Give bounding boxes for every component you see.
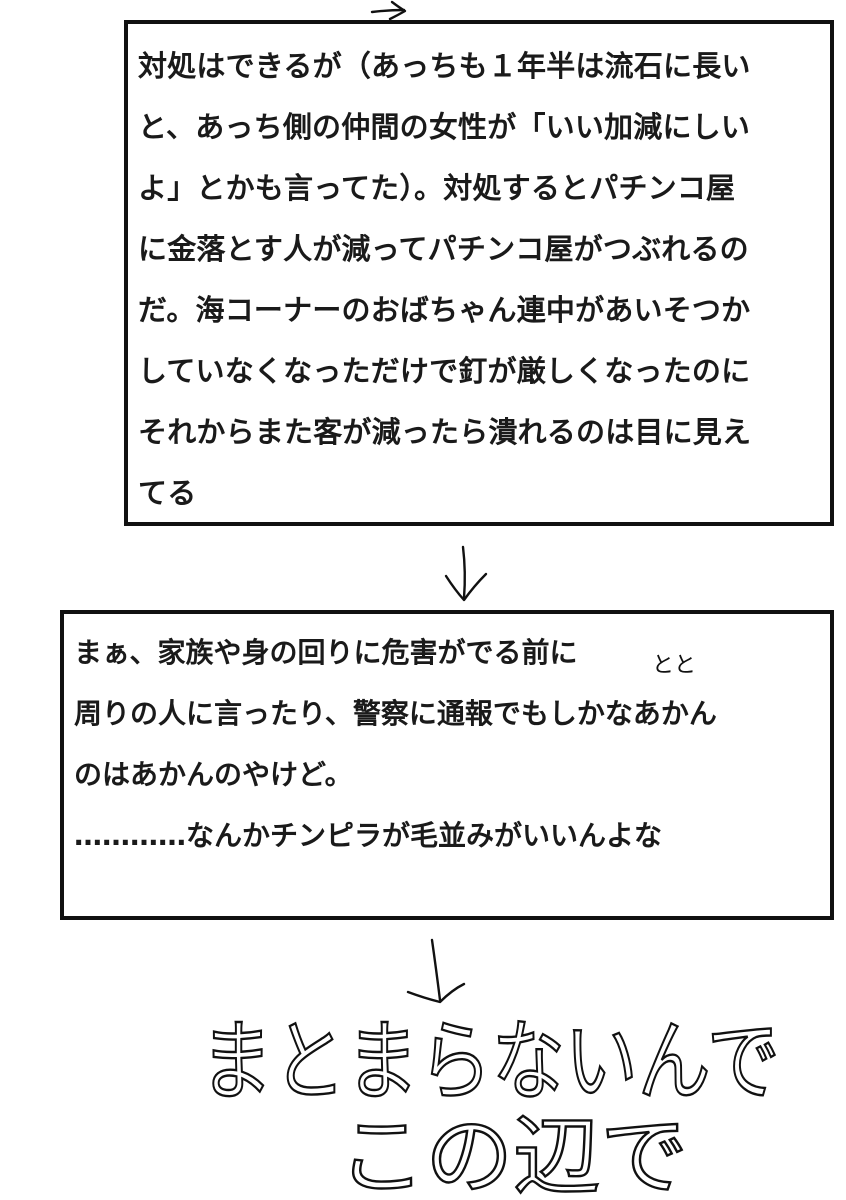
arrow-down-icon bbox=[444, 545, 488, 602]
arrow-top-icon bbox=[370, 0, 407, 21]
text-box-upper: 対処はできるが（あっちも１年半は流石に長い と、あっち側の仲間の女性が「いい加減… bbox=[124, 20, 834, 526]
box2-line-3: のはあかんのやけど。 bbox=[74, 758, 353, 791]
box1-line-8: てる bbox=[138, 476, 197, 510]
text-box-lower: まぁ、家族や身の回りに危害がでる前に 周りの人に言ったり、警察に通報でもしかなあ… bbox=[60, 610, 834, 920]
box1-line-5: だ。海コーナーのおばちゃん連中があいそつか bbox=[138, 293, 751, 327]
box2-line-4: …………なんかチンピラが毛並みがいいんよな bbox=[74, 819, 663, 852]
box2-line-1: まぁ、家族や身の回りに危害がでる前に bbox=[74, 636, 578, 669]
box1-line-7: それからまた客が減ったら潰れるのは目に見え bbox=[138, 415, 752, 449]
box1-line-3: よ」とかも言ってた）。対処するとパチンコ屋 bbox=[138, 171, 736, 205]
handwritten-line-1: まとまらないんで bbox=[200, 1010, 780, 1113]
handwritten-line-2: この辺で bbox=[338, 1107, 688, 1200]
box2-line-2: 周りの人に言ったり、警察に通報でもしかなあかん bbox=[74, 697, 717, 730]
box1-line-1: 対処はできるが（あっちも１年半は流石に長い bbox=[138, 49, 751, 83]
box1-line-6: していなくなっただけで釘が厳しくなったのに bbox=[138, 354, 751, 388]
box1-line-4: に金落とす人が減ってパチンコ屋がつぶれるの bbox=[138, 232, 749, 266]
arrow-down-icon-2 bbox=[406, 938, 466, 1004]
box1-line-2: と、あっち側の仲間の女性が「いい加減にしい bbox=[138, 110, 751, 144]
